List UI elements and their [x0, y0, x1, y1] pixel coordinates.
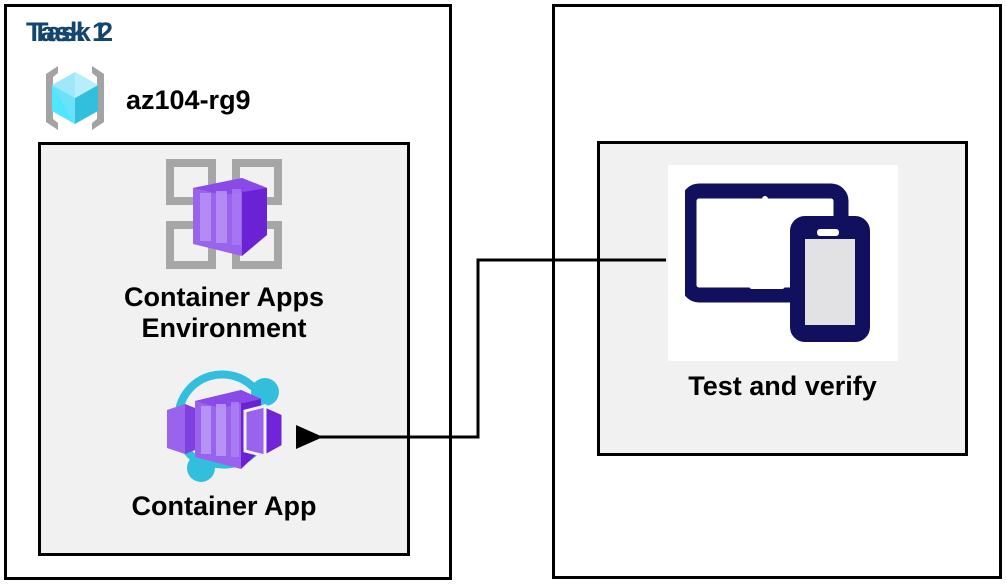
- container-app-label: Container App: [131, 491, 317, 521]
- node-container-app: Container App: [38, 368, 410, 522]
- test-devices-plate: [667, 165, 898, 361]
- task-1-title: Task 1: [26, 17, 107, 47]
- resource-group-icon: [36, 62, 114, 139]
- node-test-and-verify: Test and verify: [597, 165, 968, 402]
- task-2-title: Task 2: [32, 17, 113, 47]
- resource-group-row: az104-rg9: [36, 62, 251, 139]
- test-devices-icon: [681, 179, 881, 348]
- node-container-apps-environment: Container Apps Environment: [38, 155, 410, 345]
- container-apps-environment-label: Container Apps Environment: [123, 282, 324, 344]
- resource-group-label: az104-rg9: [126, 85, 251, 115]
- test-and-verify-label: Test and verify: [688, 371, 877, 401]
- container-app-icon: [149, 368, 299, 487]
- container-apps-environment-icon: [162, 155, 286, 278]
